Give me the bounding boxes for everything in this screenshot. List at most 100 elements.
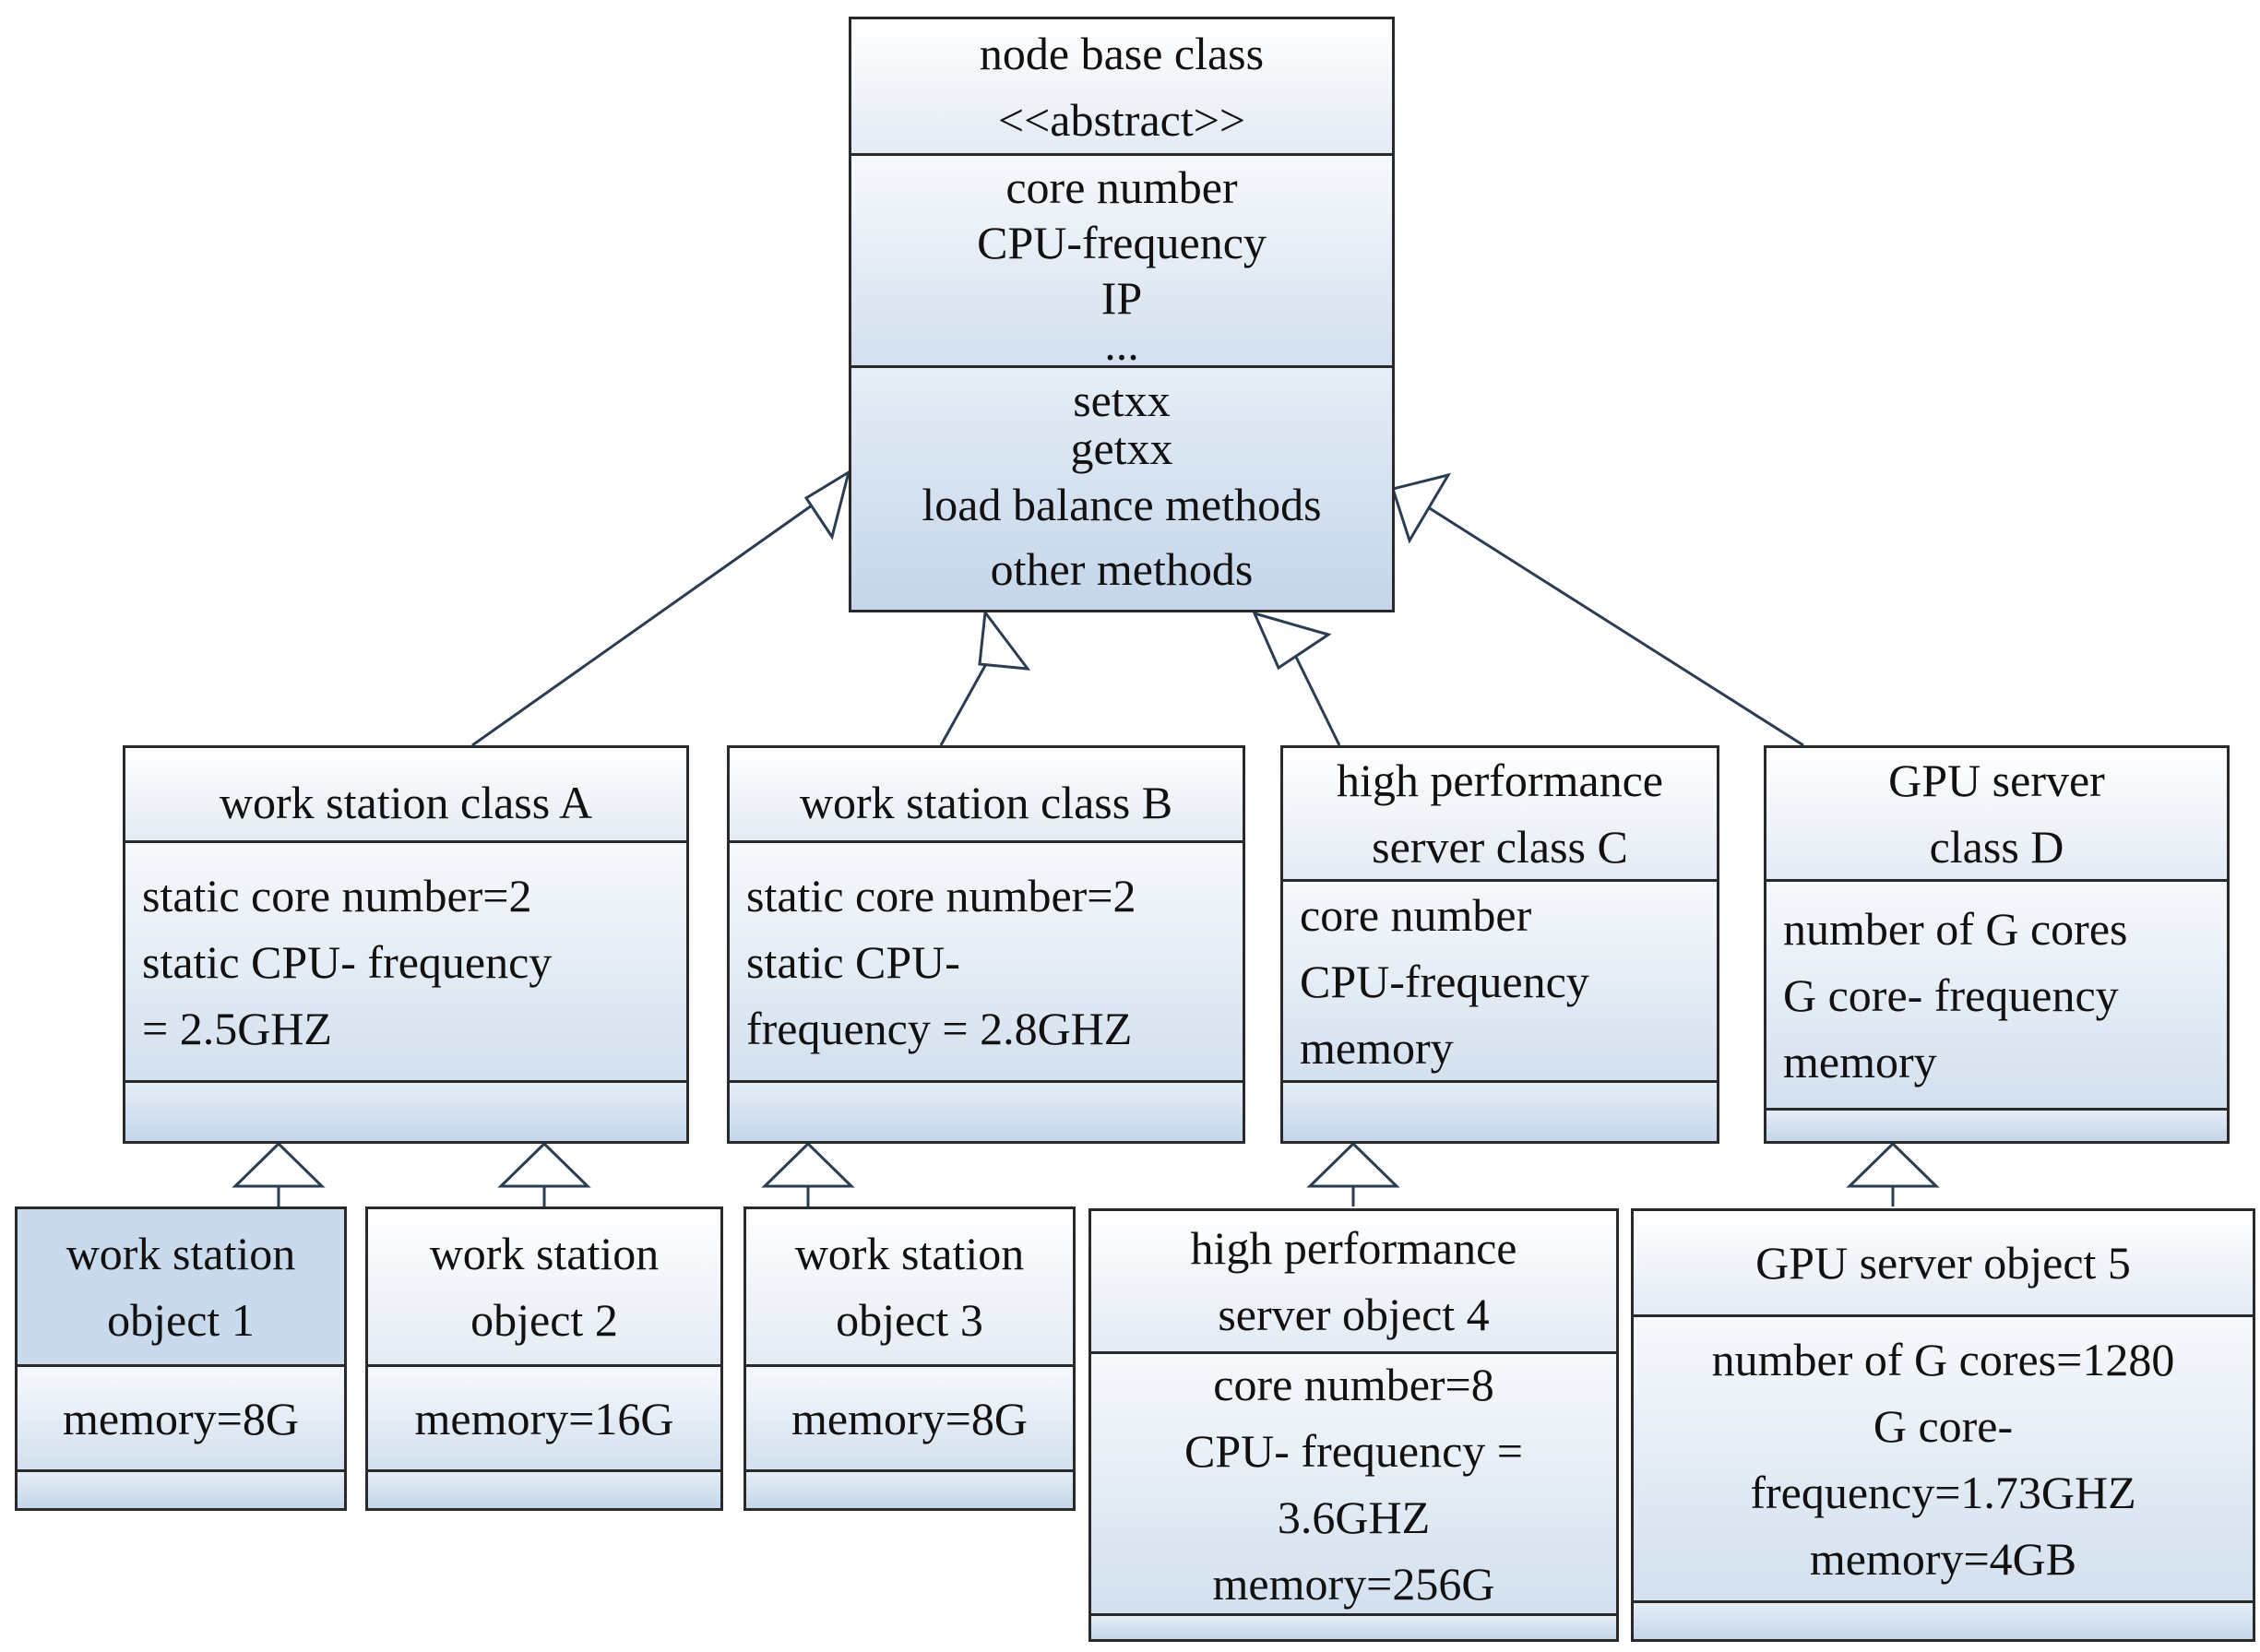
attribute: CPU-frequency: [1300, 955, 1589, 1007]
object-5-name: GPU server object 5: [1755, 1237, 2131, 1289]
object-3-header: work station object 3: [746, 1209, 1073, 1364]
high-performance-server-object-4: high performance server object 4 core nu…: [1088, 1208, 1619, 1642]
attribute: frequency = 2.8GHZ: [746, 1002, 1133, 1054]
attribute: number of G cores: [1783, 902, 2128, 955]
arrowhead-class-c: [1252, 611, 1332, 671]
arrowhead-object-4: [1306, 1141, 1400, 1188]
attribute: G core- frequency: [1783, 969, 2119, 1021]
base-class-header: node base class <<abstract>>: [851, 19, 1392, 153]
object-3-methods: [746, 1469, 1073, 1508]
arrowhead-class-d: [1391, 472, 1452, 544]
class-a-header: work station class A: [125, 748, 686, 840]
work-station-class-b: work station class B static core number=…: [727, 745, 1245, 1144]
object-5-methods: [1634, 1600, 2253, 1639]
gpu-server-class-d: GPU server class D number of G cores G c…: [1764, 745, 2230, 1144]
object-5-header: GPU server object 5: [1634, 1211, 2253, 1314]
object-1-name: work station: [65, 1228, 296, 1279]
attribute: memory=8G: [63, 1392, 299, 1444]
class-d-methods: [1766, 1108, 2227, 1141]
base-class-stereotype: <<abstract>>: [997, 93, 1246, 146]
object-2-attributes: memory=16G: [368, 1364, 720, 1469]
class-a-name: work station class A: [219, 777, 593, 828]
method: getxx: [1070, 422, 1173, 474]
method: load balance methods: [922, 479, 1322, 530]
attribute: 3.6GHZ: [1277, 1491, 1431, 1543]
attribute: static CPU- frequency: [142, 935, 553, 988]
object-4-attributes: core number=8 CPU- frequency = 3.6GHZ me…: [1091, 1351, 1616, 1613]
object-1-name: object 1: [107, 1294, 255, 1346]
attribute: number of G cores=1280: [1711, 1333, 2175, 1385]
attribute: memory=256G: [1212, 1557, 1495, 1610]
object-5-attributes: number of G cores=1280 G core- frequency…: [1634, 1314, 2253, 1600]
attribute: = 2.5GHZ: [142, 1002, 332, 1054]
work-station-object-1: work station object 1 memory=8G: [15, 1206, 347, 1511]
object-2-name: object 2: [470, 1294, 618, 1346]
class-a-attributes: static core number=2 static CPU- frequen…: [125, 840, 686, 1080]
object-4-header: high performance server object 4: [1091, 1211, 1616, 1351]
arrowhead-object-5: [1846, 1141, 1940, 1188]
attribute: IP: [1100, 271, 1143, 324]
attribute: core number: [1005, 160, 1238, 213]
class-d-header: GPU server class D: [1766, 748, 2227, 879]
class-c-attributes: core number CPU-frequency memory: [1283, 879, 1717, 1080]
connector-class-d: [1424, 504, 1804, 747]
method: setxx: [1073, 374, 1171, 426]
attribute: ...: [1104, 317, 1139, 366]
work-station-object-2: work station object 2 memory=16G: [365, 1206, 723, 1511]
connector-class-a: [471, 504, 813, 747]
attribute: memory: [1783, 1035, 1937, 1087]
object-3-name: work station: [794, 1228, 1025, 1279]
attribute: memory: [1300, 1021, 1454, 1074]
attribute: frequency=1.73GHZ: [1750, 1466, 2136, 1518]
class-c-methods: [1283, 1080, 1717, 1141]
attribute: CPU-frequency: [977, 216, 1267, 268]
class-c-name: high performance: [1336, 755, 1663, 806]
attribute: static CPU-: [746, 935, 960, 988]
class-b-name: work station class B: [799, 777, 1173, 828]
arrowhead-class-b: [978, 609, 1031, 671]
attribute: memory=8G: [791, 1392, 1028, 1444]
object-1-header: work station object 1: [18, 1209, 344, 1364]
class-c-name: server class C: [1372, 821, 1628, 873]
work-station-class-a: work station class A static core number=…: [123, 745, 689, 1144]
class-d-name: class D: [1929, 821, 2064, 873]
object-4-name: high performance: [1190, 1222, 1517, 1274]
gpu-server-object-5: GPU server object 5 number of G cores=12…: [1631, 1208, 2255, 1642]
arrowhead-object-3: [761, 1141, 855, 1188]
object-2-header: work station object 2: [368, 1209, 720, 1364]
base-class-methods: setxx getxx load balance methods other m…: [851, 365, 1392, 610]
base-class-name: node base class: [979, 27, 1265, 79]
class-a-methods: [125, 1080, 686, 1141]
object-2-name: work station: [429, 1228, 660, 1279]
object-4-name: server object 4: [1218, 1289, 1490, 1340]
node-base-class: node base class <<abstract>> core number…: [849, 17, 1395, 612]
object-1-attributes: memory=8G: [18, 1364, 344, 1469]
object-3-name: object 3: [836, 1294, 983, 1346]
base-class-attributes: core number CPU-frequency IP ...: [851, 153, 1392, 365]
class-b-attributes: static core number=2 static CPU- frequen…: [730, 840, 1243, 1080]
attribute: CPU- frequency =: [1184, 1424, 1523, 1477]
arrowhead-class-a: [803, 469, 851, 541]
class-b-header: work station class B: [730, 748, 1243, 840]
arrowhead-object-1: [232, 1141, 326, 1188]
attribute: memory=4GB: [1809, 1532, 2077, 1585]
object-3-attributes: memory=8G: [746, 1364, 1073, 1469]
class-d-attributes: number of G cores G core- frequency memo…: [1766, 879, 2227, 1108]
method: other methods: [990, 543, 1254, 595]
object-4-methods: [1091, 1613, 1616, 1639]
connector-class-c: [1290, 647, 1341, 746]
attribute: static core number=2: [142, 869, 532, 921]
attribute: core number: [1300, 888, 1532, 941]
work-station-object-3: work station object 3 memory=8G: [743, 1206, 1076, 1511]
class-d-name: GPU server: [1888, 755, 2105, 806]
object-2-methods: [368, 1469, 720, 1508]
high-performance-server-class-c: high performance server class C core num…: [1280, 745, 1719, 1144]
class-b-methods: [730, 1080, 1243, 1141]
attribute: core number=8: [1213, 1358, 1494, 1410]
attribute: static core number=2: [746, 869, 1136, 921]
object-1-methods: [18, 1469, 344, 1508]
attribute: memory=16G: [414, 1392, 674, 1444]
class-c-header: high performance server class C: [1283, 748, 1717, 879]
attribute: G core-: [1873, 1399, 2014, 1452]
